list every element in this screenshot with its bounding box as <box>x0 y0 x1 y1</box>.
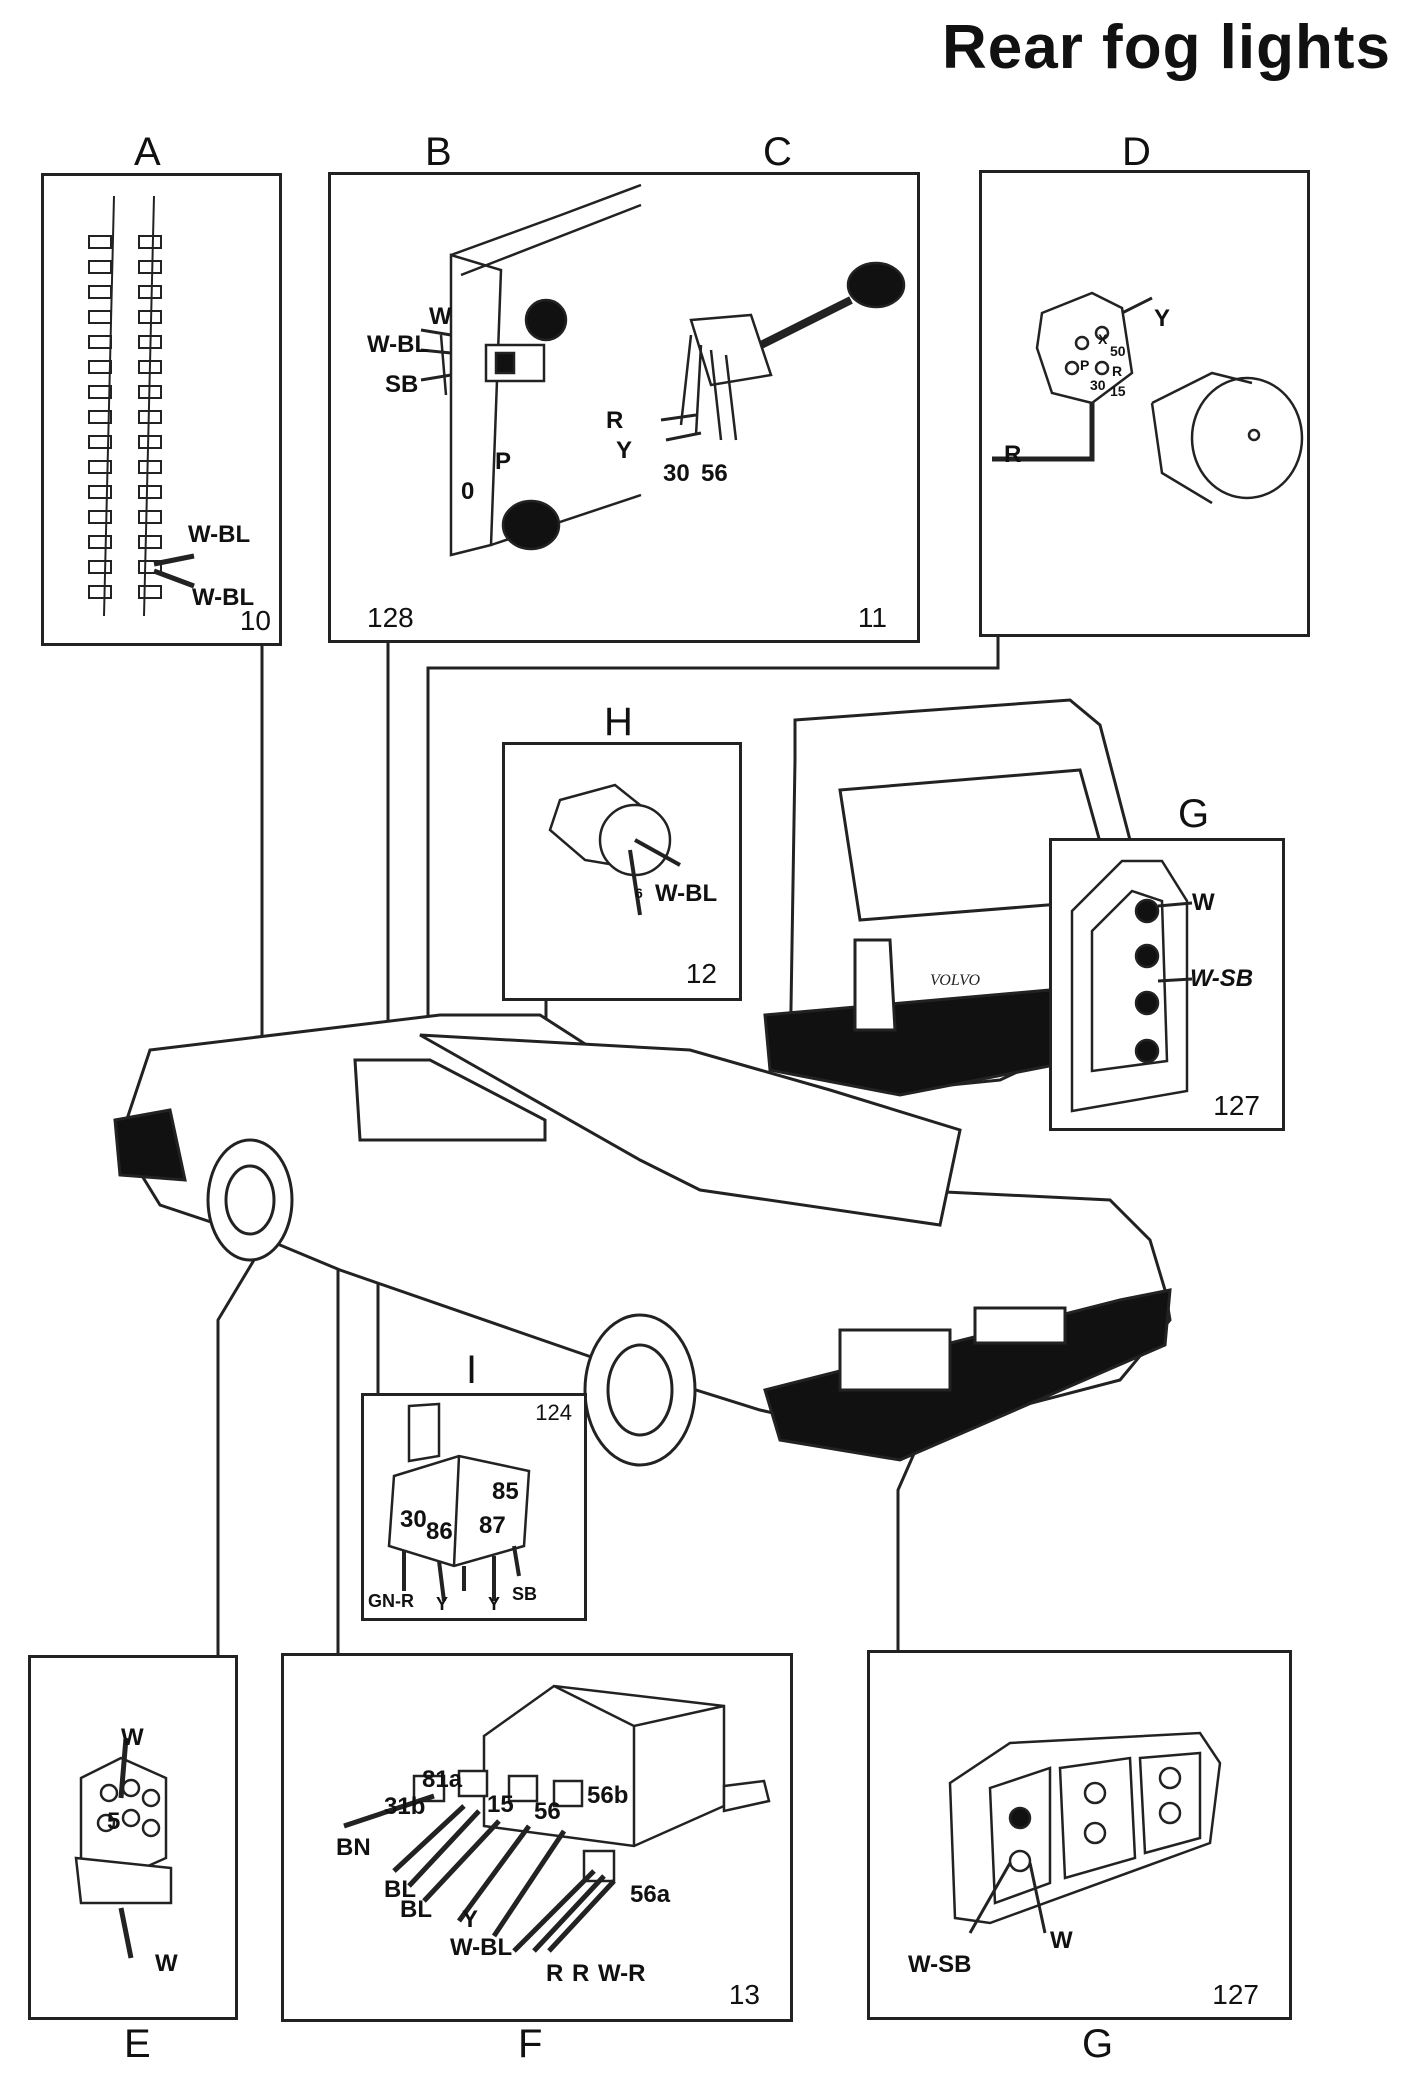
panel-i-terminal-30: 30 <box>400 1506 427 1533</box>
panel-d-terminal-15: 15 <box>1110 383 1126 399</box>
panel-i-terminal-87: 87 <box>479 1512 506 1539</box>
panel-b-label: B <box>425 130 452 174</box>
panel-d-terminal-r: R <box>1112 363 1123 379</box>
panel-c-label: C <box>763 130 792 174</box>
panel-d-terminal-x: X <box>1098 331 1108 347</box>
panel-f-wire-y: Y <box>462 1906 479 1933</box>
panel-i-wire-y1: Y <box>436 1594 449 1614</box>
relay-illustration <box>387 1402 531 1602</box>
panel-b-wire-w: W <box>429 303 452 330</box>
panel-i-number: 124 <box>535 1400 572 1425</box>
panel-d-wire-y: Y <box>1154 305 1171 332</box>
panel-g-top-wire-wsb: W-SB <box>1190 965 1254 992</box>
panel-f-terminal-81a: 81a <box>422 1766 463 1793</box>
panel-g-top-label: G <box>1178 792 1210 836</box>
panel-f-terminal-56b: 56b <box>587 1782 629 1809</box>
connector-illustration <box>548 783 681 916</box>
panel-h-label: H <box>604 700 633 744</box>
panel-h-number: 12 <box>685 958 717 989</box>
panel-a-wire-1: W-BL <box>188 521 251 548</box>
panel-bc: W W-BL SB P 0 R Y 30 56 128 11 <box>328 172 920 643</box>
panel-i-terminal-85: 85 <box>492 1478 519 1505</box>
panel-h-terminal: 6 <box>635 885 643 901</box>
panel-g-top-wire-w: W <box>1192 889 1215 916</box>
panel-g-top-number: 127 <box>1213 1090 1260 1121</box>
panel-d-terminal-30: 30 <box>1090 377 1106 393</box>
panel-c-terminal-56: 56 <box>701 460 728 487</box>
panel-f-wire-bl1: BL <box>384 1876 416 1903</box>
panel-f-wire-wr: W-R <box>598 1960 646 1987</box>
panel-c-wire-r: R <box>606 407 624 434</box>
panel-i: 124 30 86 87 85 GN-R Y Y SB <box>361 1393 587 1621</box>
rear-lamp-unit-illustration <box>948 1731 1222 1934</box>
panel-a-wire-2: W-BL <box>192 584 255 611</box>
tail-light-illustration <box>1070 859 1193 1113</box>
panel-c-wire-y: Y <box>616 437 633 464</box>
panel-e-wire-bottom: W <box>155 1950 178 1977</box>
panel-f-terminal-56: 56 <box>534 1798 561 1825</box>
page-title: Rear fog lights <box>941 13 1391 82</box>
panel-i-label: I <box>466 1348 478 1392</box>
panel-d-terminal-p: P <box>1080 357 1090 373</box>
panel-f-wire-bn: BN <box>336 1834 371 1861</box>
panel-i-wire-gnr: GN-R <box>368 1591 414 1611</box>
panel-f-terminal-56a: 56a <box>630 1881 671 1908</box>
fuse-row <box>88 235 162 599</box>
panel-g-top: W W-SB 127 <box>1049 838 1285 1131</box>
panel-a-number: 10 <box>239 605 271 636</box>
panel-f: 81a 31b 15 56 56b 56a BN BL BL Y W-BL R … <box>281 1653 793 2022</box>
panel-f-terminal-31b: 31b <box>384 1793 426 1820</box>
panel-i-wire-sb: SB <box>512 1584 538 1604</box>
panel-f-terminal-15: 15 <box>487 1791 514 1818</box>
panel-b-mark-0: 0 <box>461 478 475 505</box>
panel-f-number: 13 <box>728 1979 760 2010</box>
panel-f-wire-bl2: BL <box>400 1896 432 1923</box>
panel-d-label: D <box>1122 130 1151 174</box>
panel-b-wire-wbl: W-BL <box>367 331 430 358</box>
panel-f-wire-r1: R <box>546 1960 564 1987</box>
panel-g-bottom-wire-wsb: W-SB <box>908 1951 972 1978</box>
panel-g-bottom-label: G <box>1082 2022 1114 2066</box>
panel-g-bottom-number: 127 <box>1212 1979 1259 2010</box>
panel-c-number: 11 <box>857 602 887 633</box>
panel-d-terminal-50: 50 <box>1110 343 1126 359</box>
panel-h-wire: W-BL <box>655 880 718 907</box>
panel-a-label: A <box>134 130 161 174</box>
panel-h: W-BL 6 12 <box>502 742 742 1001</box>
panel-b-wire-sb: SB <box>385 371 419 398</box>
timer-relay-illustration <box>343 1684 771 1953</box>
panel-d: Y R X 50 P R 30 15 <box>979 170 1310 637</box>
panel-f-wire-r2: R <box>572 1960 590 1987</box>
panel-a: W-BL W-BL 10 <box>41 173 282 646</box>
panel-i-wire-y2: Y <box>488 1594 501 1614</box>
ignition-switch-illustration <box>992 291 1304 505</box>
panel-e-wire-top: W <box>121 1724 144 1751</box>
car-sedan <box>113 1013 1172 1467</box>
panel-f-label: F <box>518 2022 543 2066</box>
panel-f-wire-wbl: W-BL <box>450 1934 513 1961</box>
panel-i-terminal-86: 86 <box>426 1518 453 1545</box>
panel-c-terminal-30: 30 <box>663 460 690 487</box>
fuse-box-illustration <box>88 195 195 617</box>
panel-d-wire-r: R <box>1004 441 1022 468</box>
plug-illustration <box>74 1737 173 1959</box>
volvo-badge: VOLVO <box>930 972 980 989</box>
panel-b-number: 128 <box>367 602 414 633</box>
panel-e: W W 5 <box>28 1655 238 2020</box>
panel-e-terminal: 5 <box>107 1808 121 1835</box>
panel-b-mark-p: P <box>495 448 512 475</box>
panel-g-bottom: W-SB W 127 <box>867 1650 1292 2020</box>
switch-illustration <box>420 183 906 557</box>
panel-e-label: E <box>124 2022 151 2066</box>
panel-g-bottom-wire-w: W <box>1050 1927 1073 1954</box>
